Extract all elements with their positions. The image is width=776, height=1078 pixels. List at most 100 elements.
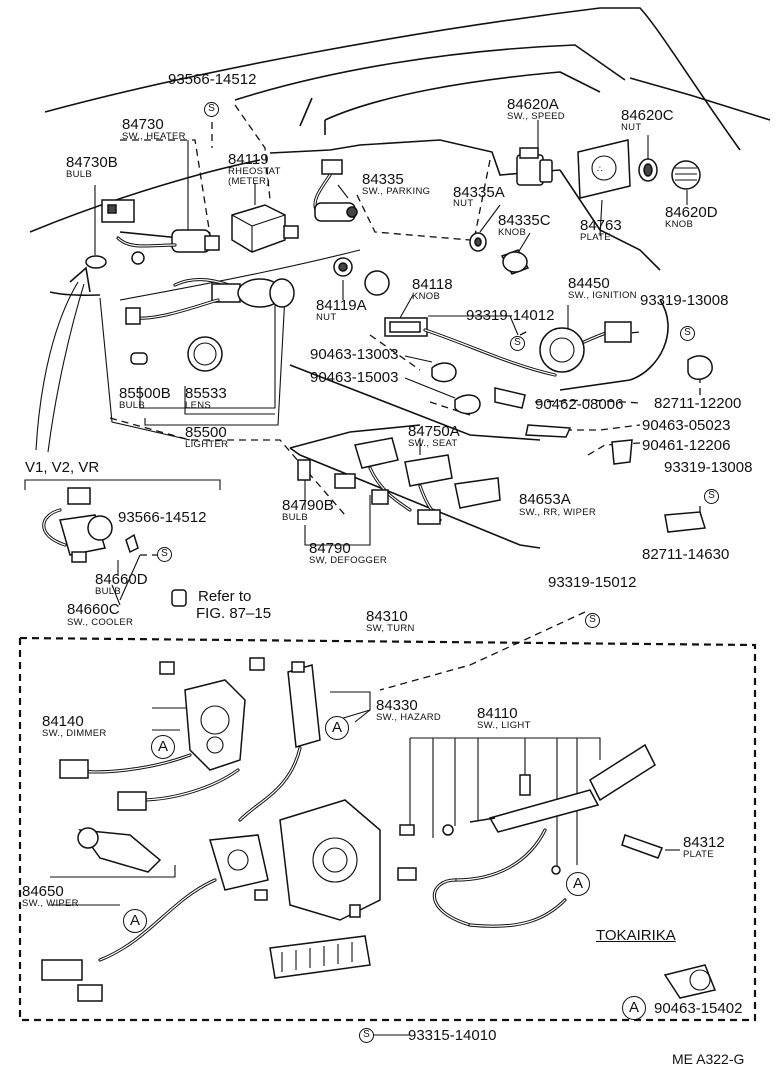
part-84763-desc: PLATE <box>580 232 611 243</box>
part-84730-number: 84730 <box>122 116 164 133</box>
part-85500-desc: LIGHTER <box>185 439 229 450</box>
knob-84118-drawing <box>364 270 390 296</box>
screw-callout-s-icon: S <box>585 613 600 628</box>
variant-bracket <box>24 479 221 490</box>
screw-callout-s-icon: S <box>204 102 219 117</box>
part-84790b-desc: BULB <box>282 512 309 523</box>
part-84310-desc: SW, TURN <box>366 623 415 634</box>
part-84450-number: 84450 <box>568 275 610 292</box>
part-84335c-number: 84335C <box>498 212 551 229</box>
part-84312-number: 84312 <box>683 834 725 851</box>
part-85500b-number: 85500B <box>119 385 171 402</box>
callout-a-icon: A <box>325 716 349 740</box>
part-84330-desc: SW., HAZARD <box>376 712 442 723</box>
part-84119a-desc: NUT <box>316 312 337 323</box>
part-84140-desc: SW., DIMMER <box>42 728 107 739</box>
part-84118-desc: KNOB <box>412 291 441 302</box>
part-90463-13003: 90463-13003 <box>310 346 399 363</box>
part-84119a-number: 84119A <box>316 297 367 314</box>
screw-callout-s-icon: S <box>359 1028 374 1043</box>
light-switch-drawing <box>397 743 656 928</box>
part-84330-number: 84330 <box>376 697 418 714</box>
refer-to-figure: FIG. 87–15 <box>196 605 272 622</box>
part-84312-desc: PLATE <box>683 849 714 860</box>
speed-switch-drawing <box>516 147 553 186</box>
part-90463-15402: 90463-15402 <box>654 1000 743 1017</box>
plate-drawing: ∴ <box>577 139 631 199</box>
part-90463-15003: 90463-15003 <box>310 369 399 386</box>
part-90461-12206: 90461-12206 <box>642 437 731 454</box>
manufacturer-label: TOKAIRIKA <box>596 927 676 944</box>
part-84335a-number: 84335A <box>453 184 505 201</box>
part-90463-05023: 90463-05023 <box>642 417 731 434</box>
part-84660d-number: 84660D <box>95 571 148 588</box>
variant-label: V1, V2, VR <box>25 459 100 476</box>
part-85500b-desc: BULB <box>119 400 146 411</box>
part-84730b-number: 84730B <box>66 154 118 171</box>
part-84620d-number: 84620D <box>665 204 718 221</box>
svg-text:∴: ∴ <box>597 164 603 174</box>
callout-a-icon: A <box>622 996 646 1020</box>
part-84620d-desc: KNOB <box>665 219 694 230</box>
part-84763-number: 84763 <box>580 217 622 234</box>
part-82711-12200: 82711-12200 <box>654 395 742 412</box>
part-93566-14512-top: 93566-14512 <box>168 71 257 88</box>
part-84620c-number: 84620C <box>621 107 674 124</box>
part-84730b-desc: BULB <box>66 169 93 180</box>
part-84110-desc: SW., LIGHT <box>477 720 531 731</box>
part-84750a-desc: SW., SEAT <box>408 438 458 449</box>
rheostat-drawing <box>231 204 299 253</box>
part-84119-number: 84119 <box>228 151 269 168</box>
part-84730-desc: SW., HEATER <box>122 131 186 142</box>
knob-84335c-drawing <box>500 249 530 275</box>
part-84620a-number: 84620A <box>507 96 559 113</box>
part-93319-13008-a: 93319-13008 <box>640 292 729 309</box>
part-85500-number: 85500 <box>185 424 227 441</box>
part-84119-desc: RHEOSTAT <box>228 166 281 177</box>
part-84790-desc: SW, DEFOGGER <box>309 555 388 566</box>
plate-84312-drawing <box>621 834 663 859</box>
dashboard-outline <box>29 7 771 549</box>
part-82711-14630: 82711-14630 <box>642 546 730 563</box>
dimmer-switch-drawing <box>59 657 265 811</box>
turn-switch-frame <box>18 636 757 1022</box>
part-84650-desc: SW., WIPER <box>22 898 79 909</box>
part-84335c-desc: KNOB <box>498 227 527 238</box>
part-84650-number: 84650 <box>22 883 64 900</box>
part-90462-08006: 90462-08006 <box>535 396 624 413</box>
part-84335a-desc: NUT <box>453 198 474 209</box>
part-84750a-number: 84750A <box>408 423 460 440</box>
part-93319-13008-b: 93319-13008 <box>664 459 753 476</box>
wiper-switch-drawing <box>41 827 269 1002</box>
diagram-code: ME A322-G <box>672 1051 745 1067</box>
parking-switch-drawing <box>313 159 358 222</box>
seat-and-wiper-switches-drawing <box>297 437 501 525</box>
leader-lines-upper <box>109 104 701 691</box>
part-84335-desc: SW., PARKING <box>362 186 431 197</box>
nut-drawing <box>638 158 658 182</box>
part-84110-number: 84110 <box>477 705 518 722</box>
refer-to-label: Refer to <box>198 588 252 605</box>
screw-callout-s-icon: S <box>510 336 525 351</box>
hazard-switch-drawing <box>238 661 321 822</box>
part-84620c-desc: NUT <box>621 122 642 133</box>
part-84660d-desc: BULB <box>95 586 122 597</box>
pointer-arrow <box>35 266 91 453</box>
turn-switch-body-drawing <box>269 799 381 979</box>
screw-callout-s-icon: S <box>157 547 172 562</box>
part-84790-number: 84790 <box>309 540 351 557</box>
clip-90463-15402-drawing <box>663 964 717 999</box>
part-84118-number: 84118 <box>412 276 453 293</box>
part-84310-number: 84310 <box>366 608 408 625</box>
callout-a-icon: A <box>566 872 590 896</box>
part-84335-number: 84335 <box>362 171 404 188</box>
screw-callout-s-icon: S <box>704 489 719 504</box>
lighter-drawing <box>125 278 295 372</box>
part-84119-desc2: (METER) <box>228 176 270 187</box>
callout-a-icon: A <box>123 909 147 933</box>
part-93315-14010: 93315-14010 <box>408 1027 497 1044</box>
part-93319-14012: 93319-14012 <box>466 307 555 324</box>
heater-switch-drawing <box>85 199 220 269</box>
